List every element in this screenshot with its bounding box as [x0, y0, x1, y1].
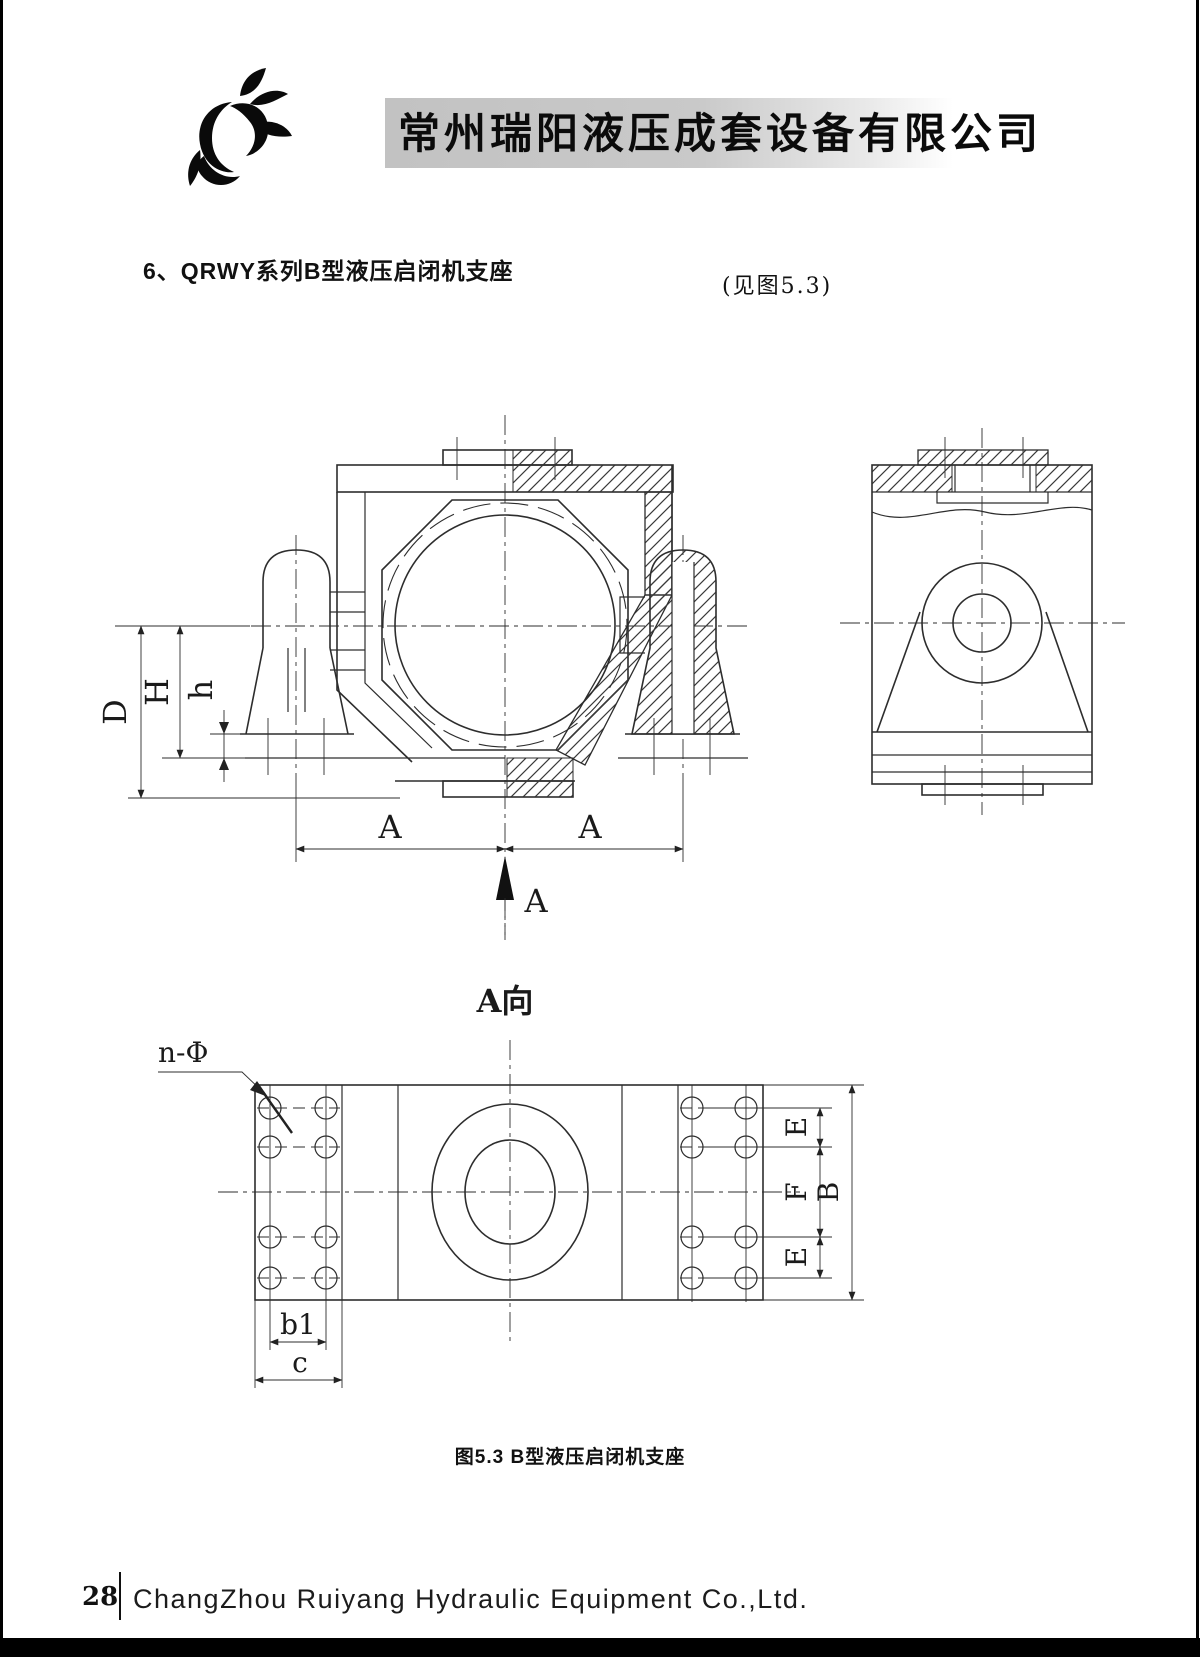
section-title: 6、QRWY系列B型液压启闭机支座	[143, 258, 514, 284]
page-left-border	[0, 0, 3, 1657]
dim-label-D: D	[96, 699, 134, 725]
hole-callout-label: n-Φ	[158, 1036, 208, 1069]
dim-label-b1: b1	[280, 1308, 316, 1341]
dim-label-H: H	[138, 678, 176, 706]
dim-label-E-upper: E	[780, 1117, 813, 1137]
page-right-border	[1196, 0, 1199, 1657]
view-title: A向	[476, 982, 534, 1020]
header-banner	[385, 98, 953, 168]
company-logo-icon	[188, 68, 292, 186]
section-arrow-icon	[496, 856, 514, 900]
bolt-holes	[258, 1096, 758, 1290]
footer-black-bar	[0, 1638, 1200, 1657]
footer-divider	[119, 1572, 121, 1620]
dim-label-A-left: A	[377, 808, 402, 846]
dim-label-F: F	[780, 1182, 813, 1201]
dim-label-h: h	[182, 680, 220, 701]
dim-label-E-lower: E	[780, 1247, 813, 1267]
dim-label-c: c	[292, 1346, 308, 1379]
section-arrow-label: A	[523, 882, 548, 920]
page-number: 28	[82, 1582, 119, 1612]
dim-label-A-right: A	[577, 808, 602, 846]
company-name-en: ChangZhou Ruiyang Hydraulic Equipment Co…	[133, 1584, 809, 1614]
figure-caption: 图5.3 B型液压启闭机支座	[454, 1447, 686, 1468]
dim-label-B: B	[812, 1182, 845, 1203]
company-name-cn: 常州瑞阳液压成套设备有限公司	[398, 109, 1043, 158]
figure-reference: (见图5.3)	[722, 274, 833, 299]
